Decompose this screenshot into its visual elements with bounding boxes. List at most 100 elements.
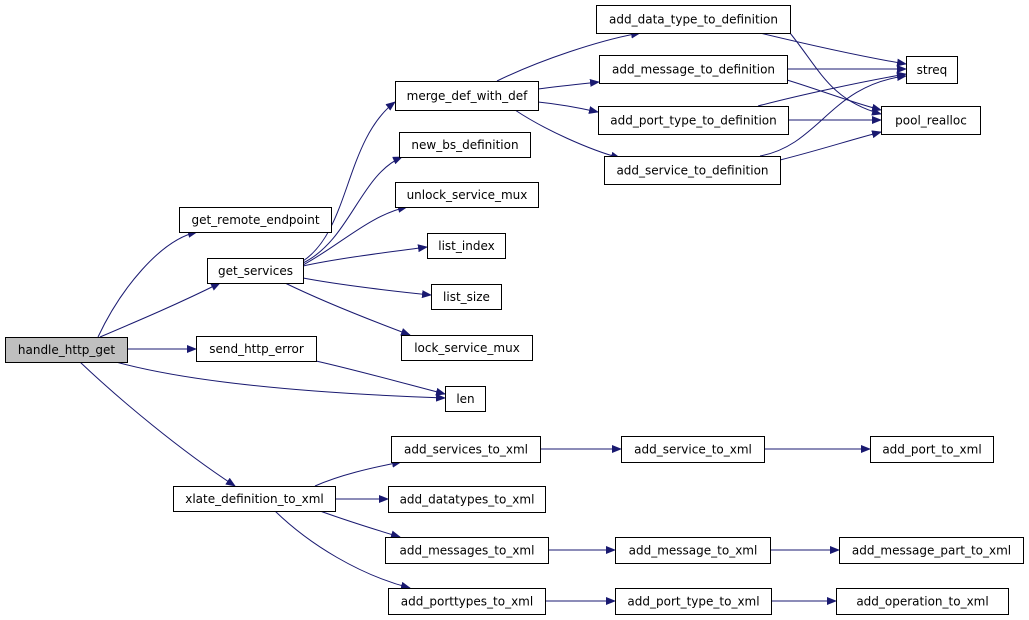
node-box <box>621 436 765 463</box>
node-box <box>179 207 332 233</box>
node-add-operation-to-xml[interactable]: add_operation_to_xml <box>836 588 1009 615</box>
edge-add-service-to-definition-to-streq <box>759 73 907 157</box>
edge-xlate-definition-to-xml-to-add-services-to-xml <box>314 459 402 487</box>
edge-get-services-to-merge-def-with-def <box>302 101 396 262</box>
edge-handle-http-get-to-get-services <box>99 282 221 338</box>
edge-get-services-to-list-index <box>302 244 428 267</box>
node-get-remote-endpoint[interactable]: get_remote_endpoint <box>179 207 332 233</box>
node-label: add_operation_to_xml <box>856 595 988 609</box>
node-add-porttypes-to-xml[interactable]: add_porttypes_to_xml <box>388 588 546 615</box>
node-box <box>604 156 781 185</box>
node-label: get_services <box>218 264 293 278</box>
node-label: add_message_to_definition <box>612 63 775 77</box>
node-box <box>445 386 486 412</box>
node-box <box>196 336 317 362</box>
node-label: add_data_type_to_definition <box>609 13 778 27</box>
node-lock-service-mux[interactable]: lock_service_mux <box>401 335 533 361</box>
edge-add-message-to-definition-to-pool-realloc <box>786 79 882 112</box>
node-box <box>839 537 1024 564</box>
node-send-http-error[interactable]: send_http_error <box>196 336 317 362</box>
node-label: add_message_part_to_xml <box>852 544 1011 558</box>
node-box <box>881 106 981 135</box>
node-unlock-service-mux[interactable]: unlock_service_mux <box>395 182 539 208</box>
node-box <box>388 486 546 513</box>
edge-merge-def-with-def-to-add-service-to-definition <box>514 109 621 160</box>
node-add-messages-to-xml[interactable]: add_messages_to_xml <box>385 537 549 564</box>
node-label: add_porttypes_to_xml <box>401 595 533 609</box>
node-box <box>906 56 958 84</box>
node-merge-def-with-def[interactable]: merge_def_with_def <box>395 81 539 111</box>
edge-handle-http-get-to-len <box>115 361 446 402</box>
node-box <box>615 537 771 564</box>
node-add-services-to-xml[interactable]: add_services_to_xml <box>391 436 541 463</box>
node-add-port-type-to-xml[interactable]: add_port_type_to_xml <box>615 588 772 615</box>
node-add-port-type-to-definition[interactable]: add_port_type_to_definition <box>598 106 789 135</box>
node-label: get_remote_endpoint <box>191 213 319 227</box>
edge-add-service-to-definition-to-pool-realloc <box>779 130 882 161</box>
node-add-port-to-xml[interactable]: add_port_to_xml <box>870 436 994 463</box>
node-box <box>5 337 128 363</box>
node-label: send_http_error <box>209 342 304 356</box>
edge-add-port-type-to-definition-to-streq <box>757 71 907 107</box>
edge-xlate-definition-to-xml-to-add-messages-to-xml <box>319 510 401 539</box>
node-add-datatypes-to-xml[interactable]: add_datatypes_to_xml <box>388 486 546 513</box>
node-label: streq <box>917 63 948 77</box>
node-box <box>207 258 304 284</box>
node-streq[interactable]: streq <box>906 56 958 84</box>
node-get-services[interactable]: get_services <box>207 258 304 284</box>
node-box <box>395 81 539 111</box>
node-new-bs-definition[interactable]: new_bs_definition <box>399 132 531 158</box>
node-add-data-type-to-definition[interactable]: add_data_type_to_definition <box>596 5 791 34</box>
node-box <box>599 55 788 84</box>
nodes-layer: handle_http_get get_remote_endpoint get_se… <box>5 5 1024 615</box>
node-list-index[interactable]: list_index <box>427 233 506 259</box>
node-label: merge_def_with_def <box>407 89 528 103</box>
node-list-size[interactable]: list_size <box>431 284 502 310</box>
node-box <box>431 284 502 310</box>
node-xlate-definition-to-xml[interactable]: xlate_definition_to_xml <box>173 486 336 512</box>
node-pool-realloc[interactable]: pool_realloc <box>881 106 981 135</box>
node-label: add_datatypes_to_xml <box>400 493 535 507</box>
node-add-message-to-definition[interactable]: add_message_to_definition <box>599 55 788 84</box>
node-label: new_bs_definition <box>411 138 518 152</box>
node-label: xlate_definition_to_xml <box>185 492 324 506</box>
edge-get-services-to-unlock-service-mux <box>302 204 408 266</box>
node-label: unlock_service_mux <box>407 188 528 202</box>
node-label: add_services_to_xml <box>404 443 528 457</box>
node-add-message-to-xml[interactable]: add_message_to_xml <box>615 537 771 564</box>
node-len[interactable]: len <box>445 386 486 412</box>
node-label: add_port_type_to_xml <box>627 595 759 609</box>
node-box <box>385 537 549 564</box>
node-box <box>395 182 539 208</box>
node-box <box>401 335 533 361</box>
node-box <box>427 233 506 259</box>
node-add-service-to-xml[interactable]: add_service_to_xml <box>621 436 765 463</box>
edge-handle-http-get-to-xlate-definition-to-xml <box>79 361 236 487</box>
node-add-service-to-definition[interactable]: add_service_to_definition <box>604 156 781 185</box>
edge-merge-def-with-def-to-add-port-type-to-definition <box>537 101 599 114</box>
node-label: add_messages_to_xml <box>400 544 535 558</box>
edge-add-data-type-to-definition-to-pool-realloc <box>789 32 882 116</box>
node-label: lock_service_mux <box>414 341 520 355</box>
node-handle-http-get[interactable]: handle_http_get <box>5 337 128 363</box>
edge-add-data-type-to-definition-to-streq <box>759 32 907 67</box>
edge-merge-def-with-def-to-add-data-type-to-definition <box>496 30 641 82</box>
node-box <box>870 436 994 463</box>
node-box <box>388 588 546 615</box>
node-label: len <box>456 392 474 406</box>
edge-merge-def-with-def-to-add-message-to-definition <box>537 78 600 90</box>
node-label: list_size <box>443 290 490 304</box>
node-box <box>598 106 789 135</box>
node-box <box>391 436 541 463</box>
node-label: add_service_to_definition <box>616 164 768 178</box>
node-box <box>615 588 772 615</box>
edge-get-services-to-list-size <box>302 277 432 299</box>
node-box <box>836 588 1009 615</box>
node-label: pool_realloc <box>895 114 967 128</box>
node-label: list_index <box>438 239 494 253</box>
node-add-message-part-to-xml[interactable]: add_message_part_to_xml <box>839 537 1024 564</box>
edge-get-services-to-new-bs-definition <box>302 156 403 264</box>
node-label: add_message_to_xml <box>629 544 758 558</box>
node-box <box>173 486 336 512</box>
